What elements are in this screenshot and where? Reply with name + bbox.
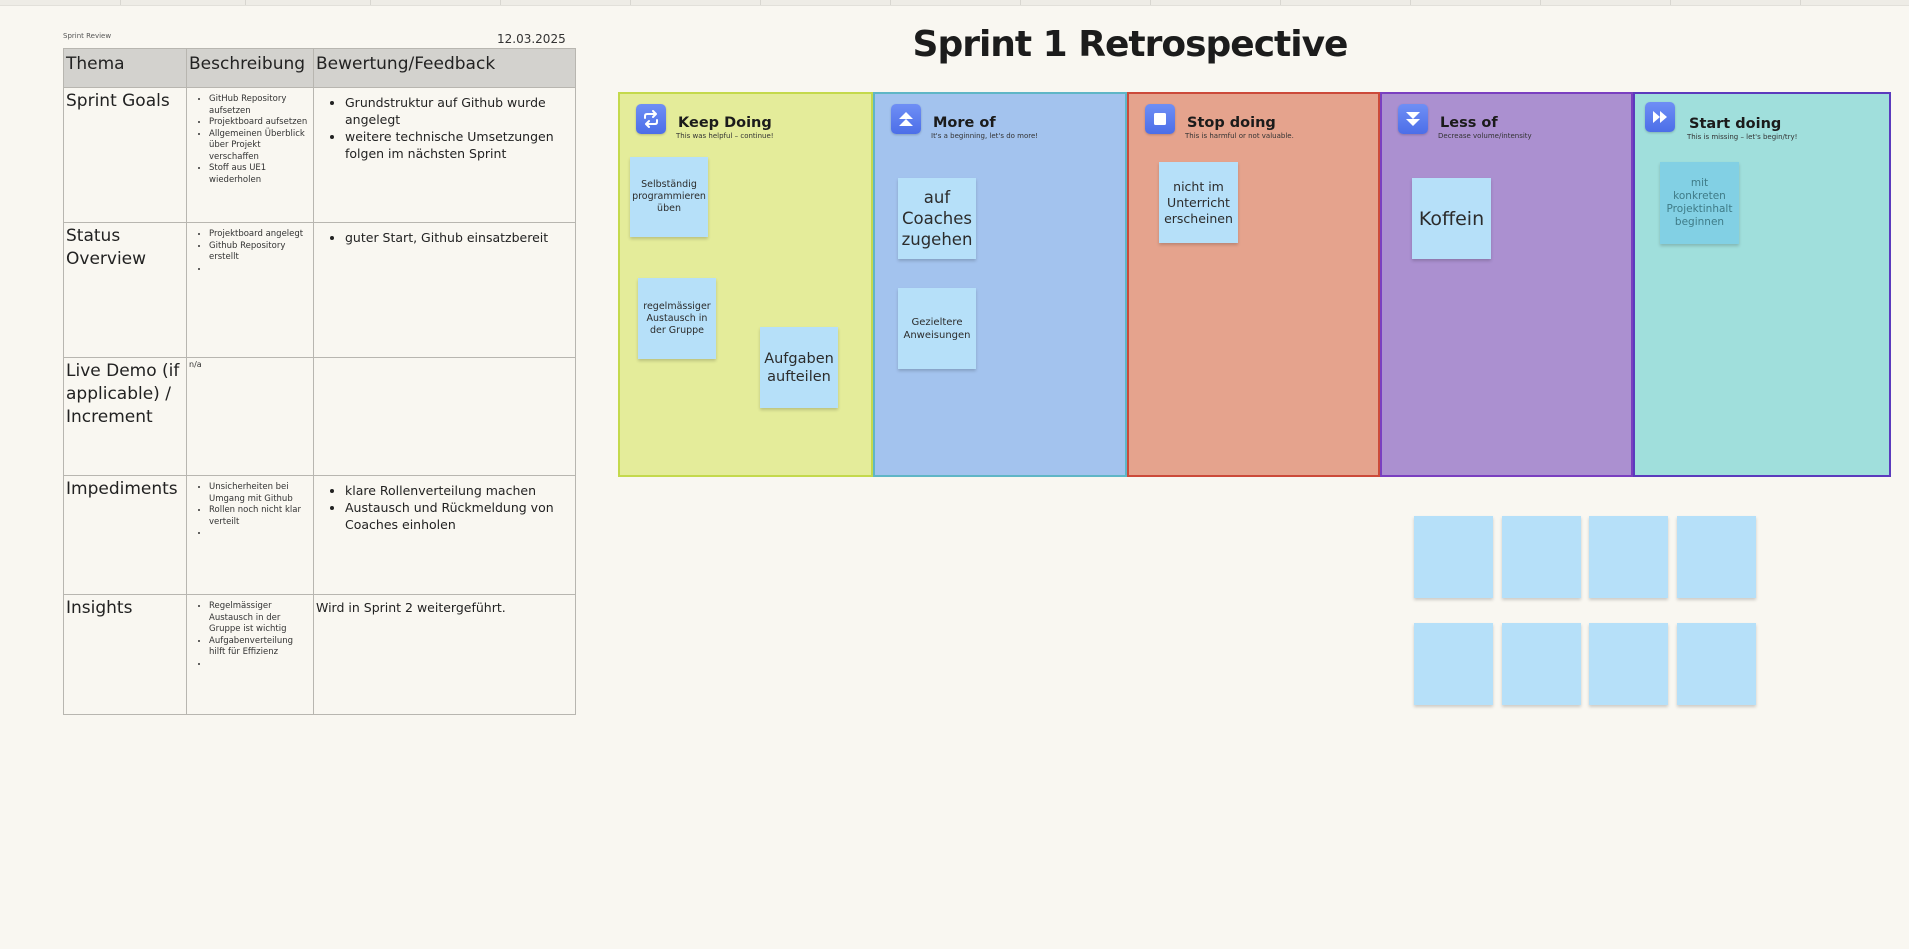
list-item: Github Repository erstellt: [209, 241, 311, 264]
row-description[interactable]: n/a: [186, 357, 314, 476]
empty-sticky-note[interactable]: [1414, 623, 1493, 705]
row-description[interactable]: GitHub Repository aufsetzen Projektboard…: [186, 87, 314, 223]
list-item: guter Start, Github einsatzbereit: [345, 229, 573, 246]
list-item: [209, 659, 311, 671]
feedback-text: Wird in Sprint 2 weitergeführt.: [316, 600, 506, 615]
list-item: Stoff aus UE1 wiederholen: [209, 163, 311, 186]
sticky-note[interactable]: auf Coaches zugehen: [898, 178, 976, 259]
column-title: Less of: [1440, 115, 1498, 131]
table-row: Live Demo (if applicable) / Increment n/…: [63, 357, 576, 476]
row-feedback[interactable]: [313, 357, 576, 476]
description-text: n/a: [189, 360, 202, 369]
column-subtitle: This is harmful or not valuable.: [1185, 132, 1294, 140]
board-title: Sprint 1 Retrospective: [912, 24, 1349, 65]
sticky-note[interactable]: Selbständig programmieren üben: [630, 157, 708, 237]
column-subtitle: It's a beginning, let's do more!: [931, 132, 1039, 140]
table-header-row: Thema Beschreibung Bewertung/Feedback: [63, 48, 576, 88]
sticky-note[interactable]: mit konkreten Projektinhalt beginnen: [1660, 162, 1739, 244]
column-start-doing[interactable]: Start doing This is missing – let's begi…: [1633, 92, 1891, 477]
column-subtitle: This was helpful – continue!: [676, 132, 774, 140]
column-stop-doing[interactable]: Stop doing This is harmful or not valuab…: [1127, 92, 1380, 477]
row-feedback[interactable]: Grundstruktur auf Github wurde angelegt …: [313, 87, 576, 223]
row-feedback[interactable]: Wird in Sprint 2 weitergeführt.: [313, 594, 576, 715]
empty-sticky-note[interactable]: [1677, 623, 1756, 705]
table-row: Status Overview Projektboard angelegt Gi…: [63, 222, 576, 358]
empty-sticky-note[interactable]: [1677, 516, 1756, 598]
header-thema: Thema: [63, 48, 187, 88]
column-subtitle: Decrease volume/intensity: [1438, 132, 1532, 140]
double-chevron-down-icon: [1398, 104, 1428, 134]
list-item: Austausch und Rückmeldung von Coaches ei…: [345, 499, 573, 533]
table-row: Impediments Unsicherheiten bei Umgang mi…: [63, 475, 576, 595]
column-subtitle: This is missing – let's begin/try!: [1687, 133, 1798, 141]
empty-sticky-note[interactable]: [1414, 516, 1493, 598]
list-item: Grundstruktur auf Github wurde angelegt: [345, 94, 573, 128]
row-topic[interactable]: Live Demo (if applicable) / Increment: [63, 357, 187, 476]
row-topic[interactable]: Status Overview: [63, 222, 187, 358]
row-description[interactable]: Regelmässiger Austausch in der Gruppe is…: [186, 594, 314, 715]
stop-square-icon: [1145, 104, 1175, 134]
list-item: klare Rollenverteilung machen: [345, 482, 573, 499]
row-topic[interactable]: Impediments: [63, 475, 187, 595]
sticky-note[interactable]: Gezieltere Anweisungen: [898, 288, 976, 369]
list-item: Projektboard aufsetzen: [209, 117, 311, 129]
column-title: Keep Doing: [678, 115, 772, 131]
header-bewertung: Bewertung/Feedback: [313, 48, 576, 88]
row-description[interactable]: Unsicherheiten bei Umgang mit Github Rol…: [186, 475, 314, 595]
list-item: Regelmässiger Austausch in der Gruppe is…: [209, 601, 311, 636]
table-row: Insights Regelmässiger Austausch in der …: [63, 594, 576, 715]
column-title: Stop doing: [1187, 115, 1276, 131]
row-topic[interactable]: Sprint Goals: [63, 87, 187, 223]
sticky-note[interactable]: nicht im Unterricht erscheinen: [1159, 162, 1238, 243]
row-topic[interactable]: Insights: [63, 594, 187, 715]
column-less-of[interactable]: Less of Decrease volume/intensity: [1380, 92, 1633, 477]
list-item: [209, 264, 311, 276]
empty-sticky-note[interactable]: [1589, 516, 1668, 598]
sprint-review-table[interactable]: Thema Beschreibung Bewertung/Feedback Sp…: [63, 48, 576, 715]
review-date: 12.03.2025: [497, 32, 566, 46]
list-item: Aufgabenverteilung hilft für Effizienz: [209, 636, 311, 659]
list-item: [209, 528, 311, 540]
table-row: Sprint Goals GitHub Repository aufsetzen…: [63, 87, 576, 223]
review-caption: Sprint Review: [63, 32, 112, 40]
column-title: More of: [933, 115, 996, 131]
list-item: Rollen noch nicht klar verteilt: [209, 505, 311, 528]
top-toolbar-strip: [0, 0, 1909, 6]
list-item: weitere technische Umsetzungen folgen im…: [345, 128, 573, 162]
sticky-note[interactable]: regelmässiger Austausch in der Gruppe: [638, 278, 716, 359]
row-feedback[interactable]: guter Start, Github einsatzbereit: [313, 222, 576, 358]
list-item: Unsicherheiten bei Umgang mit Github: [209, 482, 311, 505]
empty-sticky-note[interactable]: [1502, 623, 1581, 705]
sticky-note[interactable]: Koffein: [1412, 178, 1491, 259]
column-title: Start doing: [1689, 116, 1782, 132]
repeat-icon: [636, 104, 666, 134]
header-beschreibung: Beschreibung: [186, 48, 314, 88]
empty-sticky-note[interactable]: [1589, 623, 1668, 705]
fast-forward-icon: [1645, 102, 1675, 132]
double-chevron-up-icon: [891, 104, 921, 134]
column-more-of[interactable]: More of It's a beginning, let's do more!: [873, 92, 1127, 477]
list-item: Projektboard angelegt: [209, 229, 311, 241]
row-description[interactable]: Projektboard angelegt Github Repository …: [186, 222, 314, 358]
row-feedback[interactable]: klare Rollenverteilung machen Austausch …: [313, 475, 576, 595]
sticky-note[interactable]: Aufgaben aufteilen: [760, 327, 838, 408]
empty-sticky-note[interactable]: [1502, 516, 1581, 598]
list-item: Allgemeinen Überblick über Projekt versc…: [209, 129, 311, 164]
list-item: GitHub Repository aufsetzen: [209, 94, 311, 117]
